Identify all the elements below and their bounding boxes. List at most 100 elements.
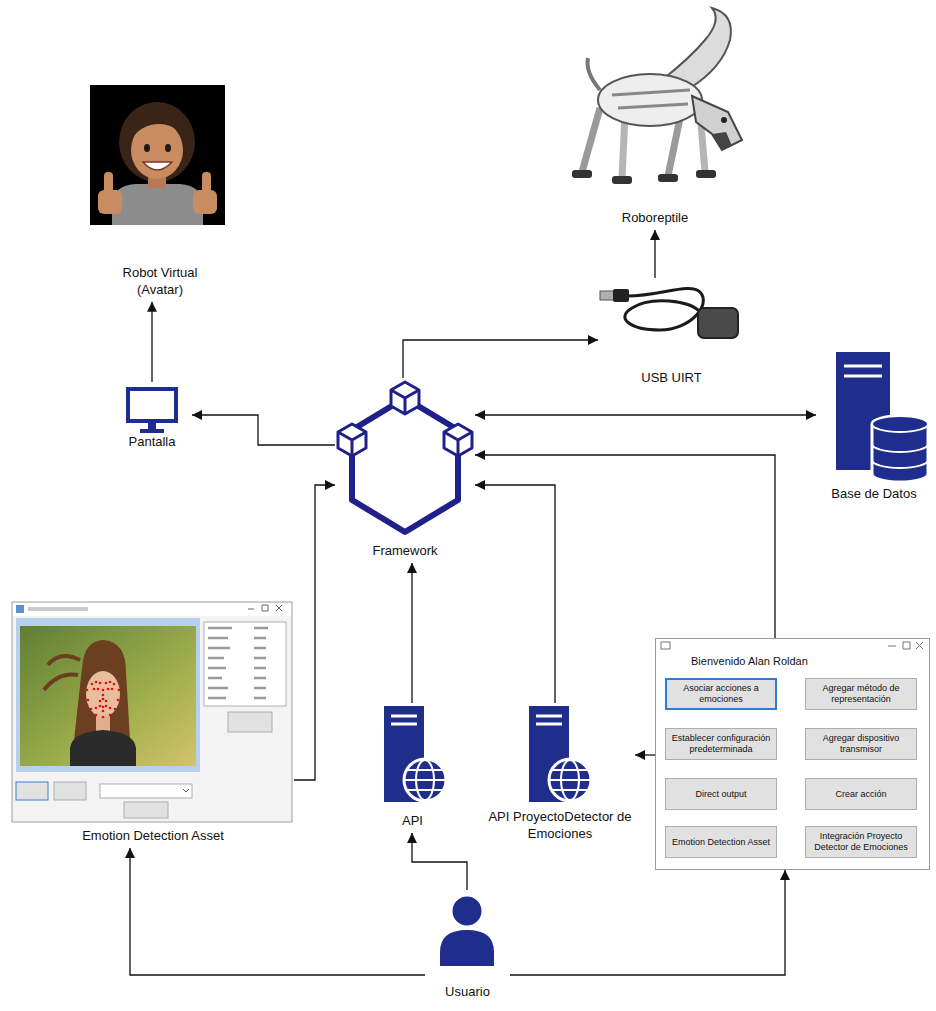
emotion-app-screenshot-part-part <box>111 688 114 691</box>
button-label: Asociar acciones a emociones <box>672 683 770 705</box>
menu-button: Asociar acciones a emociones <box>665 678 777 710</box>
api-server: API ProyectoDetector de Emociones <box>485 703 635 846</box>
node-caption: Robot Virtual (Avatar) <box>110 265 210 299</box>
framework-icon-part-part <box>338 432 366 456</box>
emotion-app-screenshot-part <box>20 626 196 766</box>
robot-reptile-illustration-part <box>622 115 625 178</box>
api-server: API <box>370 703 455 833</box>
window-heading: Bienvenido Alan Roldan <box>691 655 930 668</box>
emotion-app-screenshot-part-part <box>114 708 117 711</box>
framework-icon <box>338 382 472 532</box>
usb-transmitter-illustration <box>600 288 738 338</box>
api-server-icon <box>529 706 591 802</box>
node-caption: USB UIRT <box>598 370 745 387</box>
avatar-illustration-part <box>144 144 150 152</box>
database-icon <box>836 352 928 482</box>
robot-reptile-illustration-part <box>612 90 690 108</box>
database-icon-part <box>872 444 928 468</box>
robot-device: Roboreptile <box>565 2 745 230</box>
robot-reptile-illustration-part <box>572 170 592 178</box>
usb-transmitter-illustration-part <box>698 308 738 338</box>
app-screenshot: Emotion Detection Asset <box>12 600 294 848</box>
button-label: Agregar método de representación <box>811 683 911 705</box>
emotion-app-screenshot-part <box>12 602 292 822</box>
emotion-app-screenshot-part <box>70 730 136 766</box>
node-caption: Pantalla <box>112 434 192 451</box>
menu-button: Crear acción <box>805 778 917 810</box>
menu-window-frame-part <box>656 639 930 870</box>
menu-button: Agregar método de representación <box>805 678 917 710</box>
emotion-app-screenshot-part <box>228 712 272 732</box>
emotion-app-screenshot-part-part <box>109 707 112 710</box>
robot-reptile-illustration-part <box>721 117 727 123</box>
user-node: Usuario <box>425 890 510 1004</box>
monitor-icon-part <box>148 423 156 430</box>
avatar-illustration-part <box>202 172 211 194</box>
emotion-app-screenshot-part-part <box>93 688 96 691</box>
menu-window-frame-part <box>661 642 670 649</box>
node-caption: API <box>370 813 455 830</box>
emotion-app-screenshot-part-part <box>91 683 94 686</box>
robot-reptile-illustration-part <box>612 176 632 184</box>
emotion-app-screenshot-part-part <box>105 700 108 703</box>
node-caption: Roboreptile <box>565 210 745 227</box>
robot-reptile-illustration-part <box>598 74 702 126</box>
robot-reptile-illustration-part <box>668 118 680 176</box>
node-caption: Usuario <box>425 984 510 1001</box>
avatar-illustration-part <box>104 172 113 194</box>
menu-window: Bienvenido Alan RoldanAsociar acciones a… <box>655 638 930 870</box>
emotion-app-screenshot-part-part <box>107 688 110 691</box>
user-icon-part <box>451 895 483 927</box>
menu-button: Emotion Detection Asset <box>665 826 777 858</box>
framework-icon-part-part <box>391 382 419 414</box>
emotion-app-screenshot-part-part <box>105 705 108 708</box>
connector-arrow <box>475 414 816 415</box>
api-server-icon-part <box>550 770 590 790</box>
emotion-app-screenshot-part-part <box>102 706 105 709</box>
connector-arrow <box>475 485 555 703</box>
emotion-app-screenshot-part <box>86 671 120 717</box>
emotion-app-screenshot-part <box>16 618 200 772</box>
connector-arrow <box>130 848 425 975</box>
framework-icon-part-part <box>444 424 472 456</box>
node-caption: Framework <box>335 543 475 560</box>
database-server: Base de Datos <box>816 348 932 506</box>
connector-arrow <box>475 455 775 638</box>
menu-button: Direct output <box>665 778 777 810</box>
api-server-icon-part <box>405 770 445 790</box>
robot-reptile-illustration <box>572 8 742 184</box>
avatar-illustration-part <box>112 184 203 225</box>
robot-reptile-illustration-part <box>696 170 716 178</box>
framework-icon-part <box>352 398 458 532</box>
emotion-app-screenshot-part <box>208 628 268 698</box>
avatar-illustration-part <box>119 102 195 182</box>
connector-arrow <box>151 302 152 382</box>
connector-arrow <box>411 563 412 703</box>
user-icon-part <box>440 930 494 966</box>
emotion-app-screenshot-part <box>13 603 291 616</box>
emotion-app-screenshot-part-part <box>95 714 98 717</box>
connector-arrow <box>635 754 655 755</box>
monitor-icon-part <box>128 389 176 421</box>
avatar-illustration-part <box>143 162 172 170</box>
emotion-app-screenshot-part-part <box>97 688 100 691</box>
connector-arrow <box>412 833 467 890</box>
emotion-app-screenshot-part-part <box>99 682 102 685</box>
avatar-illustration-part <box>128 108 189 145</box>
framework-icon-part-part <box>338 424 366 456</box>
emotion-app-screenshot-part-part <box>102 689 105 692</box>
framework-hub: Framework <box>335 378 475 563</box>
framework-icon-part-part <box>444 432 472 456</box>
emotion-app-screenshot-part <box>124 802 168 818</box>
api-server-icon <box>384 706 446 802</box>
emotion-app-screenshot-part <box>16 782 48 800</box>
button-label: Emotion Detection Asset <box>672 837 770 848</box>
robot-reptile-illustration-part <box>712 132 732 150</box>
menu-window-frame-part <box>888 642 923 649</box>
emotion-app-screenshot-part-part <box>105 682 108 685</box>
emotion-app-screenshot-part-part <box>95 681 98 684</box>
usb-transmitter-illustration-part <box>613 289 629 302</box>
menu-button: Establecer configuración predeterminada <box>665 728 777 760</box>
usb-transmitter-illustration-part <box>600 291 614 300</box>
framework-icon-part <box>338 382 472 456</box>
